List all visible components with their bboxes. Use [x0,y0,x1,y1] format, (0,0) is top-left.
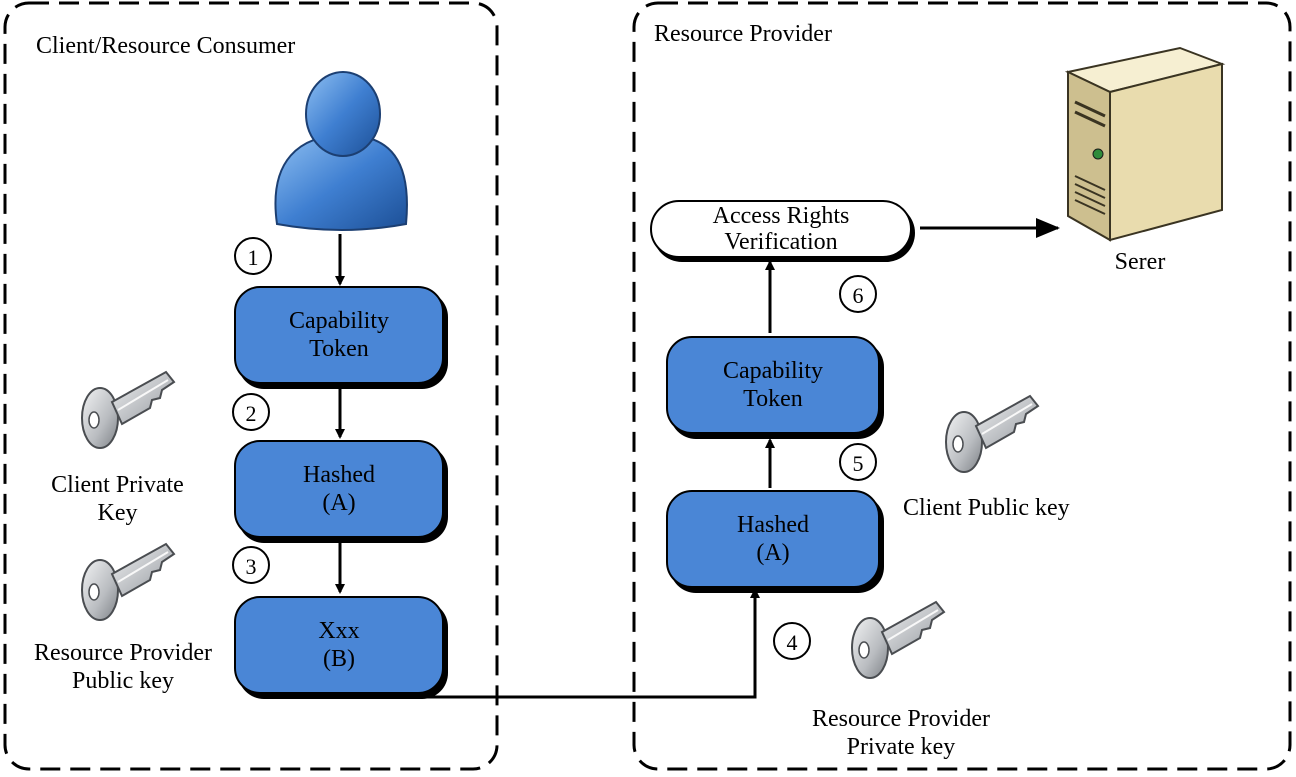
key-icon [81,371,175,449]
box-line: Token [743,386,803,412]
provider-hashed-box: Hashed (A) [666,490,880,588]
box-line: Hashed [303,462,375,488]
access-rights-verification-box: Access Rights Verification [650,200,912,258]
client-capability-token-box: Capability Token [234,286,444,384]
step-5-badge: 5 [839,443,877,481]
step-3-badge: 3 [232,546,270,584]
provider-region-title: Resource Provider [654,21,832,47]
client-hashed-box: Hashed (A) [234,440,444,538]
client-region-title: Client/Resource Consumer [36,33,296,59]
label-line: Resource Provider [34,640,212,666]
label-line: Resource Provider [812,706,990,732]
box-line: Verification [724,229,838,255]
arrow-xxx-to-provider-hashed [420,588,760,699]
box-line: Capability [289,308,389,334]
step-4-badge: 4 [773,622,811,660]
provider-region-border [632,1,1292,771]
step-1-badge: 1 [234,237,272,275]
box-line: Access Rights [712,203,850,229]
resource-provider-private-key-label: Resource Provider Private key [788,705,1014,761]
label-line: Key [97,500,138,526]
box-line: Token [309,336,369,362]
box-line: Capability [723,358,823,384]
client-region-border [3,1,499,771]
client-xxx-box: Xxx (B) [234,596,444,694]
key-icon [851,601,945,679]
box-line: Xxx [318,618,360,644]
server-icon [1064,46,1226,242]
key-icon [945,395,1039,473]
box-line: (A) [756,540,790,566]
box-line: (B) [323,646,355,672]
key-icon [81,543,175,621]
client-private-key-label: Client Private Key [30,471,205,527]
label-line: Client Private [51,472,184,498]
resource-provider-public-key-label: Resource Provider Public key [10,639,236,695]
step-2-badge: 2 [232,393,270,431]
label-line: Private key [846,734,956,760]
server-label: Serer [1114,249,1166,275]
provider-capability-token-box: Capability Token [666,336,880,434]
step-6-badge: 6 [839,275,877,313]
user-icon [274,71,408,231]
client-public-key-label: Client Public key [903,495,1070,521]
label-line: Public key [72,668,174,694]
box-line: Hashed [737,512,809,538]
box-line: (A) [322,490,356,516]
